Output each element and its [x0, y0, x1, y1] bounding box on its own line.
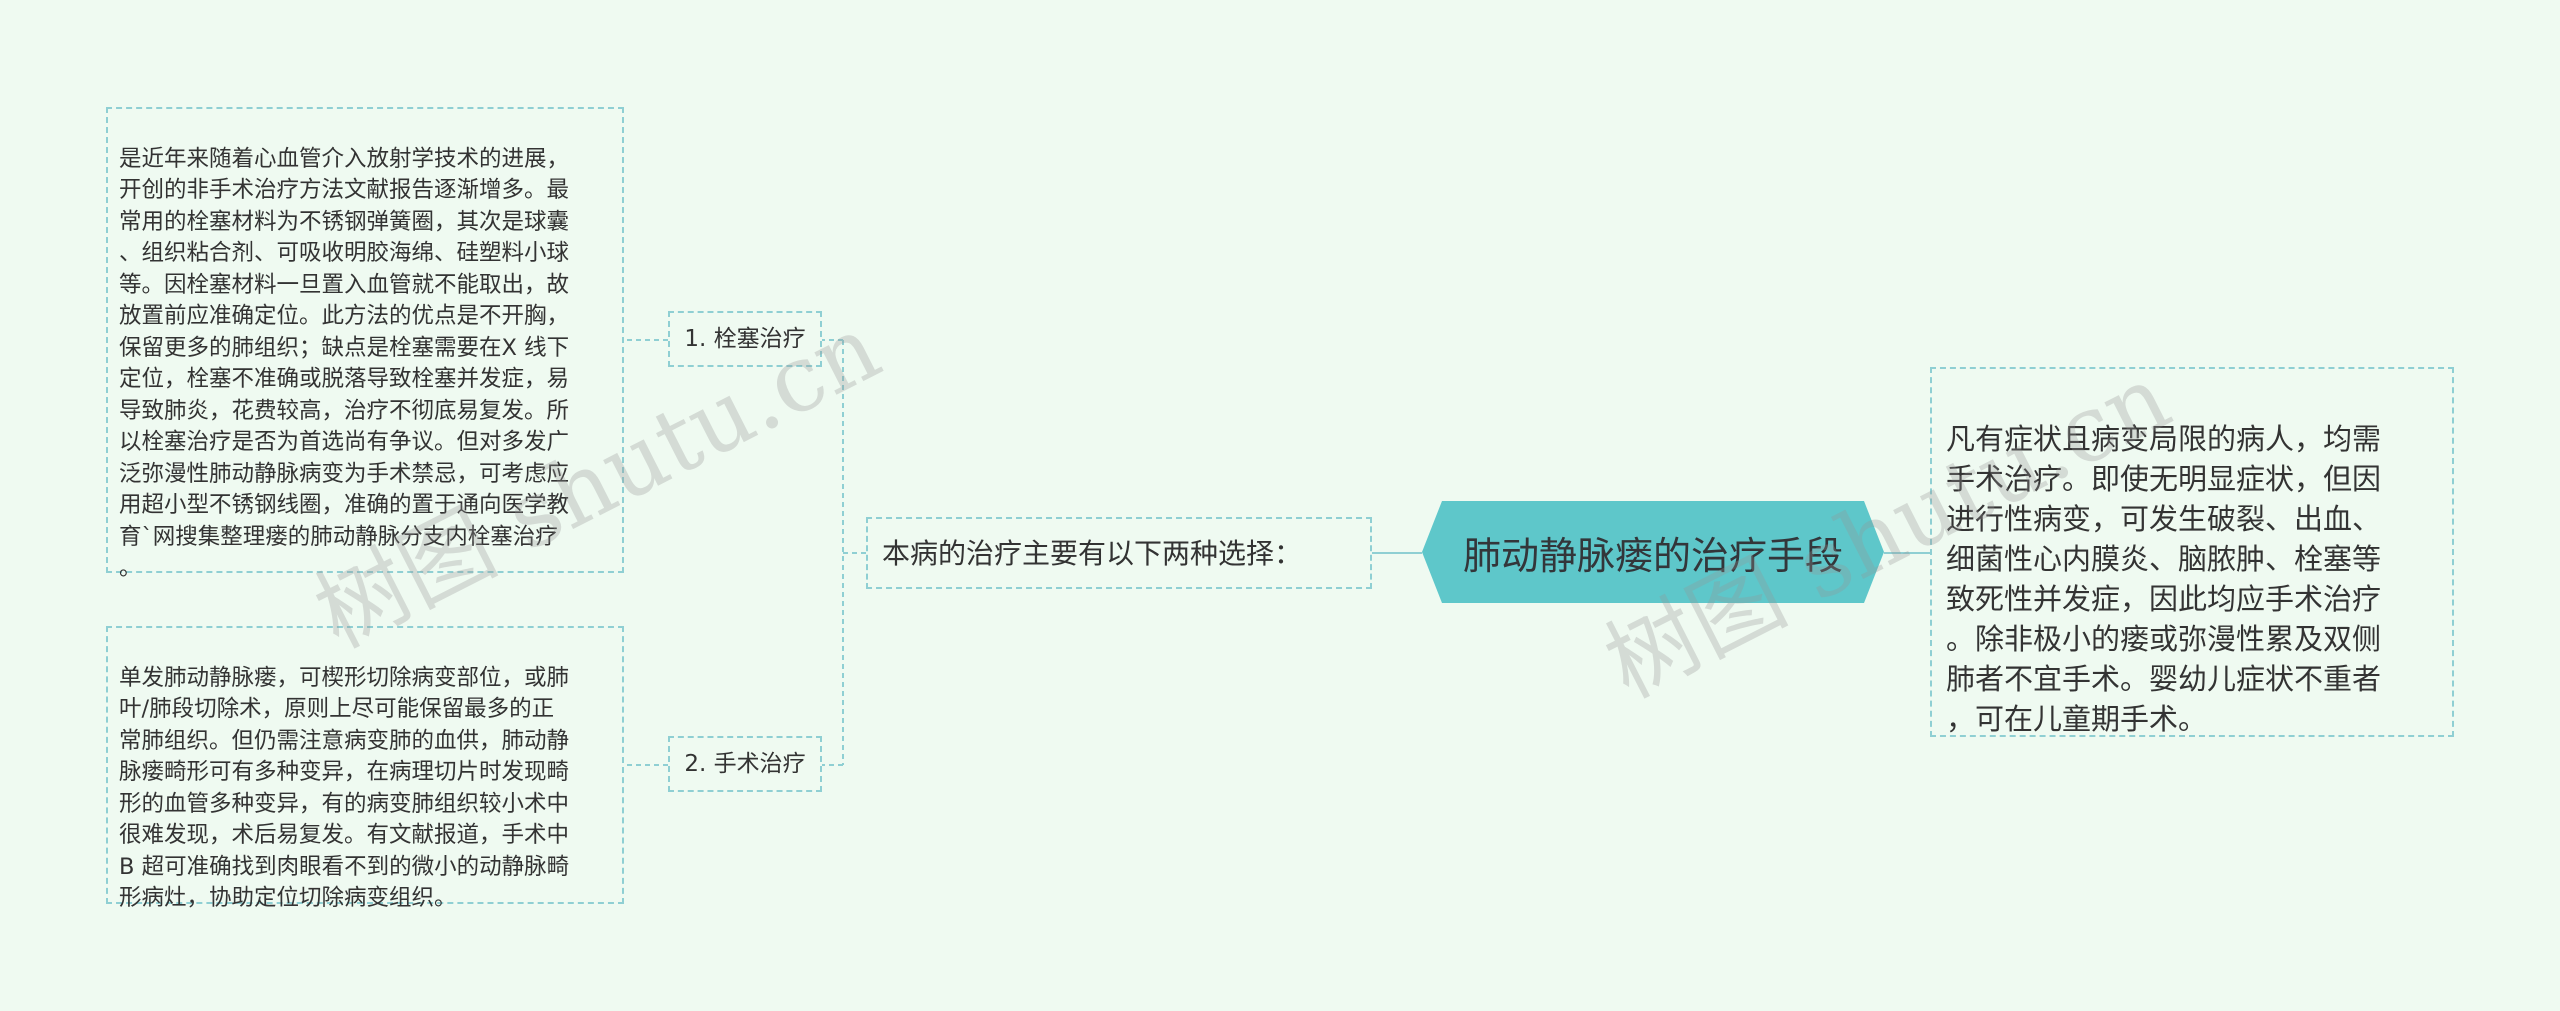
central-topic[interactable]: 肺动静脉瘘的治疗手段 [1422, 501, 1884, 603]
topic-surgery[interactable]: 2. 手术治疗 [668, 736, 822, 792]
connector-left-trunk [822, 339, 866, 766]
topic-embolization[interactable]: 1. 栓塞治疗 [668, 311, 822, 367]
right-branch-node[interactable]: 凡有症状且病变局限的病人，均需 手术治疗。即使无明显症状，但因 进行性病变，可发… [1930, 367, 2454, 737]
detail-embolization[interactable]: 是近年来随着心血管介入放射学技术的进展， 开创的非手术治疗方法文献报告逐渐增多。… [106, 107, 624, 581]
detail-surgery-text: 单发肺动静脉瘘，可楔形切除病变部位，或肺 叶/肺段切除术，原则上尽可能保留最多的… [119, 664, 570, 912]
detail-surgery[interactable]: 单发肺动静脉瘘，可楔形切除病变部位，或肺 叶/肺段切除术，原则上尽可能保留最多的… [106, 626, 624, 911]
left-branch-text: 本病的治疗主要有以下两种选择： [882, 537, 1303, 570]
topic-surgery-label: 2. 手术治疗 [684, 751, 806, 777]
detail-embolization-text: 是近年来随着心血管介入放射学技术的进展， 开创的非手术治疗方法文献报告逐渐增多。… [119, 145, 570, 582]
central-topic-label: 肺动静脉瘘的治疗手段 [1462, 533, 1843, 578]
topic-embolization-label: 1. 栓塞治疗 [684, 326, 806, 352]
right-branch-text: 凡有症状且病变局限的病人，均需 手术治疗。即使无明显症状，但因 进行性病变，可发… [1946, 422, 2382, 736]
left-branch-node[interactable]: 本病的治疗主要有以下两种选择： [866, 517, 1372, 589]
